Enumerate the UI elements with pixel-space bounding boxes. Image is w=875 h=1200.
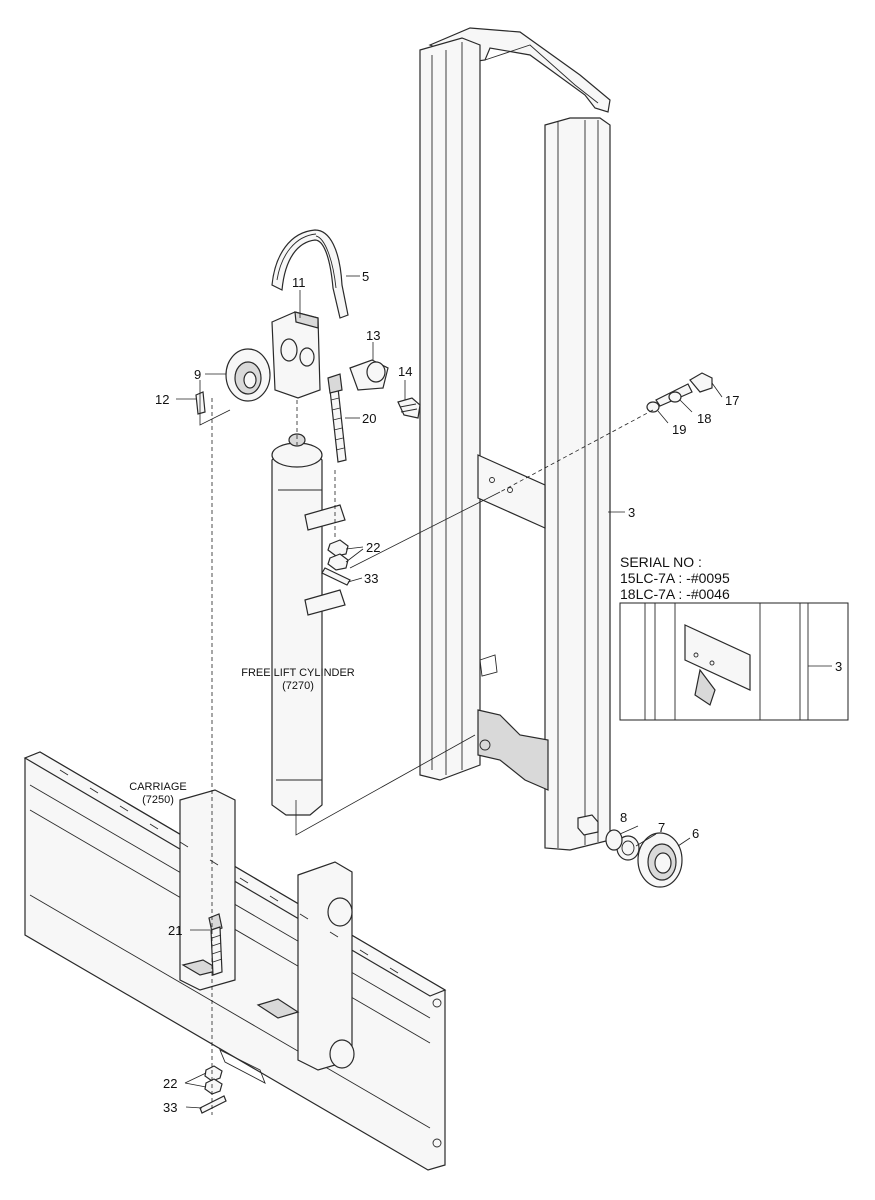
callout-20: 20 bbox=[362, 411, 376, 426]
shim-7 bbox=[616, 835, 640, 861]
callout-12: 12 bbox=[155, 392, 169, 407]
inner-mast bbox=[419, 27, 611, 851]
cylinder-caption: FREE LIFT CYLINDER bbox=[241, 667, 355, 679]
leader-lines bbox=[176, 275, 832, 1109]
sheave-pulley bbox=[225, 348, 271, 402]
lift-chain bbox=[271, 229, 349, 319]
serial-title: SERIAL NO : bbox=[620, 554, 702, 570]
callout-13: 13 bbox=[366, 328, 380, 343]
cylinder-code: (7270) bbox=[282, 680, 314, 692]
callout-19: 19 bbox=[672, 422, 686, 437]
callout-8: 8 bbox=[620, 810, 627, 825]
nut-22-lower bbox=[204, 1065, 223, 1095]
callout-9: 9 bbox=[194, 367, 201, 382]
serial-notes: SERIAL NO : 15LC-7A : -#0095 18LC-7A : -… bbox=[620, 554, 730, 602]
bearing-6 bbox=[637, 832, 683, 888]
callout-18: 18 bbox=[697, 411, 711, 426]
carriage-code: (7250) bbox=[142, 794, 174, 806]
callout-6: 6 bbox=[692, 826, 699, 841]
carriage-caption: CARRIAGE bbox=[129, 781, 186, 793]
shim-8 bbox=[605, 829, 623, 851]
callout-11: 11 bbox=[292, 275, 306, 290]
chain-anchor-bracket bbox=[271, 311, 321, 399]
callout-14: 14 bbox=[398, 364, 412, 379]
washer-19 bbox=[646, 401, 660, 413]
nut-22-upper bbox=[327, 539, 349, 571]
callout-22-lower: 22 bbox=[163, 1076, 177, 1091]
cotter-pin-33-upper bbox=[321, 567, 351, 586]
washer-18 bbox=[668, 391, 682, 403]
pin-13 bbox=[349, 359, 389, 391]
chain-anchor-rod-20 bbox=[327, 373, 347, 463]
callout-numbers: 5 11 13 9 14 12 20 17 18 19 3 22 33 3 8 … bbox=[155, 269, 842, 1115]
callout-33-lower: 33 bbox=[163, 1100, 177, 1115]
carriage bbox=[23, 751, 447, 1171]
free-lift-cylinder bbox=[271, 433, 346, 816]
callout-5: 5 bbox=[362, 269, 369, 284]
callout-22-upper: 22 bbox=[366, 540, 380, 555]
callout-33-upper: 33 bbox=[364, 571, 378, 586]
callout-17: 17 bbox=[725, 393, 739, 408]
serial-detail-view bbox=[619, 602, 849, 721]
stud-bolt-21 bbox=[208, 913, 223, 976]
callout-3-detail: 3 bbox=[835, 659, 842, 674]
serial-line-1: 15LC-7A : -#0095 bbox=[620, 570, 730, 586]
dashed-assembly-lines bbox=[211, 398, 654, 1115]
callout-3-mast: 3 bbox=[628, 505, 635, 520]
callout-7: 7 bbox=[658, 820, 665, 835]
callout-21: 21 bbox=[168, 923, 182, 938]
bolt-14 bbox=[397, 397, 421, 419]
component-captions: FREE LIFT CYLINDER (7270) CARRIAGE (7250… bbox=[129, 667, 355, 806]
bolt-17 bbox=[655, 372, 713, 407]
screw-12 bbox=[195, 391, 206, 415]
serial-line-2: 18LC-7A : -#0046 bbox=[620, 586, 730, 602]
cotter-pin-33-lower bbox=[199, 1095, 227, 1114]
